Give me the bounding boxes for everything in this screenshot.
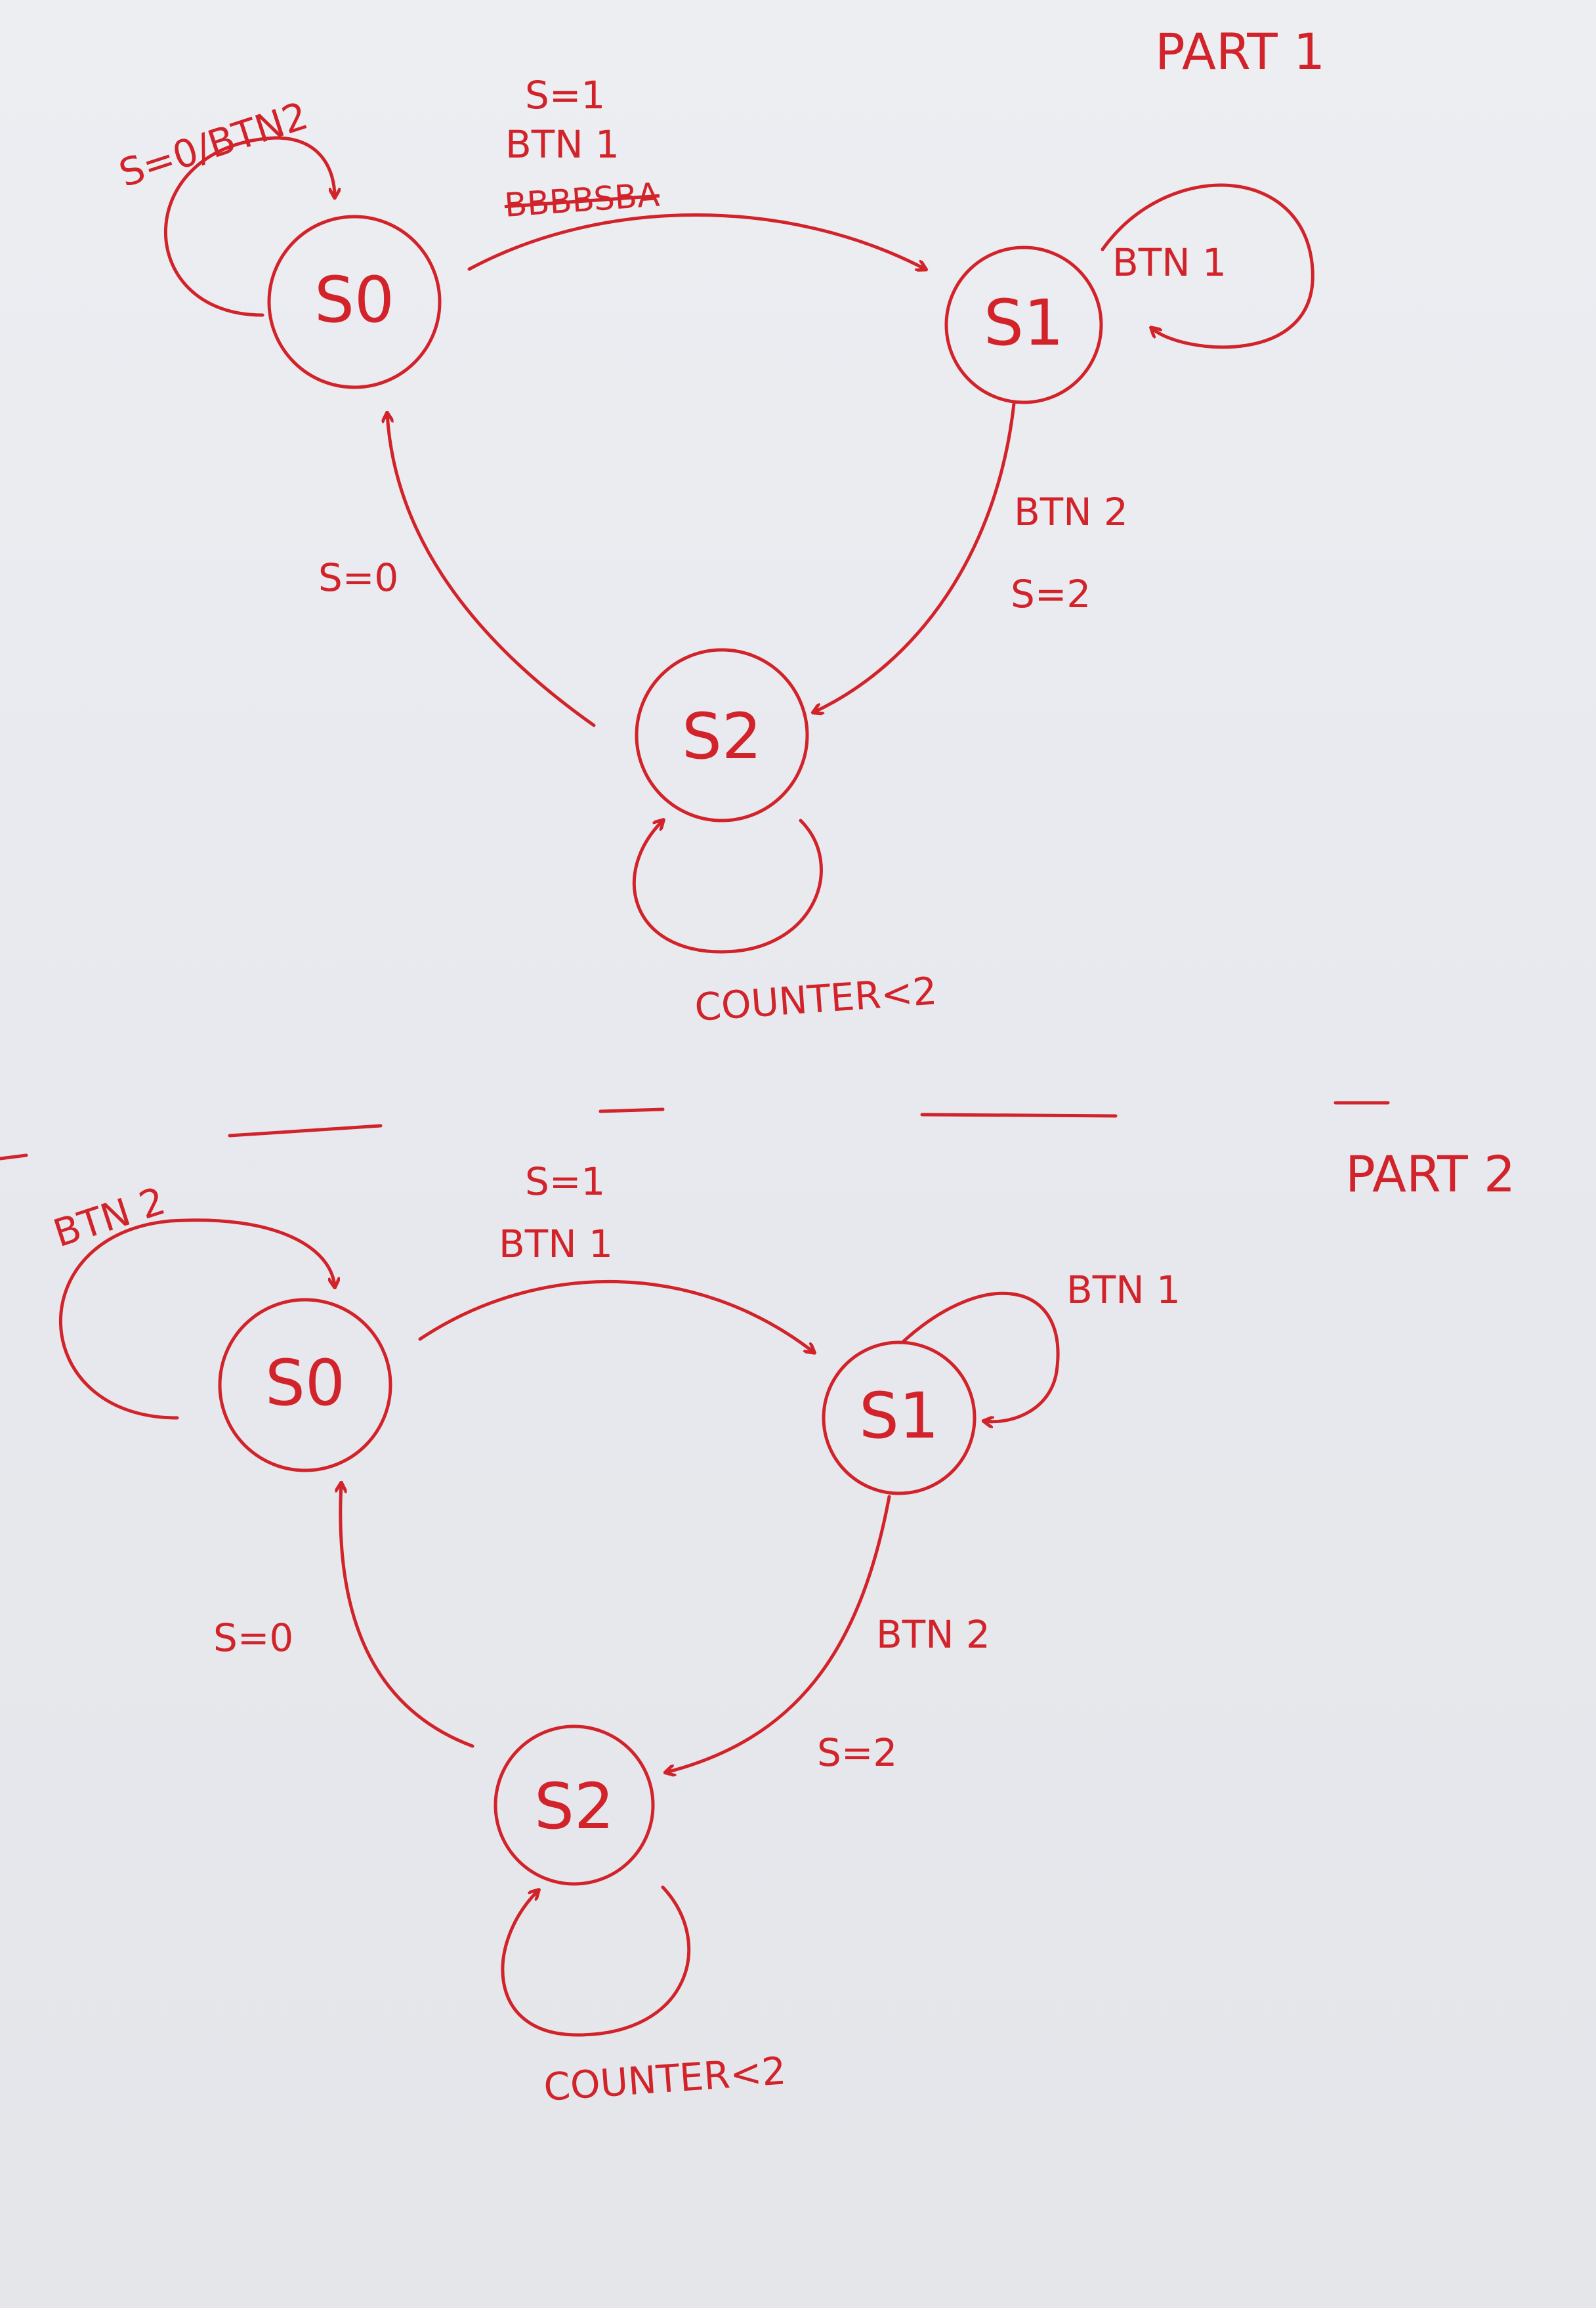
part2-s0-to-s1-label1: S=1 [525,1159,605,1204]
part1-state-s0: S0 [267,215,442,389]
part2-s2-to-s0-arrow [341,1484,474,1748]
part1-s0-self-loop [163,136,335,317]
part2-s2-label: S2 [534,1770,614,1843]
part2-s0-self-loop [59,1218,335,1420]
part1-s2-label: S2 [682,700,762,773]
part2-s2-circle [494,1724,655,1886]
part2-s2-self-loop [501,1885,691,2037]
part2-s0-to-s1-label2: BTN 1 [499,1222,613,1266]
part1-s1-to-s2-label1: BTN 2 [1014,490,1128,534]
part2-state-s2: S2 [494,1724,655,1886]
part2-s1-circle [822,1340,976,1495]
part1-diagram: PART 1 S0 S1 S2 S=0/BTN2 S=1 BTN 1 BBBBS… [114,22,1325,1030]
part1-s2-self-loop [632,821,823,954]
part1-state-s1: S1 [944,246,1103,404]
part2-s1-self-label: BTN 1 [1066,1268,1181,1312]
part2-s2-to-s0-label: S=0 [213,1615,293,1660]
part1-s0-to-s1-arrow [467,213,925,270]
part2-s0-label: S0 [265,1346,345,1420]
part2-state-s1: S1 [822,1340,976,1495]
part2-s0-self-label: BTN 2 [48,1178,170,1256]
part1-title: PART 1 [1155,22,1325,81]
part2-s0-circle [218,1298,392,1472]
part2-title: PART 2 [1345,1145,1515,1203]
part1-state-s2: S2 [635,648,809,823]
part1-s2-circle [635,648,809,823]
part1-s1-self-loop [1101,183,1314,349]
part1-s2-to-s0-arrow [387,414,596,727]
part2-s1-label: S1 [859,1379,939,1453]
part1-s2-to-s0-label: S=0 [318,555,398,600]
part2-s1-to-s2-arrow [666,1495,891,1772]
part1-s1-to-s2-arrow [814,402,1016,712]
part2-s2-self-label: COUNTER<2 [542,2048,788,2110]
part1-s0-to-s1-label2: BTN 1 [505,122,620,167]
part2-s1-to-s2-label1: BTN 2 [876,1612,990,1657]
part1-s0-label: S0 [314,263,394,337]
part-divider [0,1101,1390,1161]
part2-s0-to-s1-arrow [418,1279,814,1352]
part2-state-s0: S0 [218,1298,392,1472]
part1-s2-self-label: COUNTER<2 [693,968,938,1030]
part1-s1-to-s2-label2: S=2 [1011,572,1091,616]
part1-s0-to-s1-label1: S=1 [525,73,605,118]
part1-s1-label: S1 [984,286,1064,360]
part1-s1-circle [944,246,1103,404]
part2-diagram: PART 2 S0 S1 S2 BTN 2 S=1 BTN 1 BTN 1 BT… [48,1145,1515,2110]
part1-s0-circle [267,215,442,389]
part2-s1-to-s2-label2: S=2 [817,1730,897,1775]
part1-s1-self-label: BTN 1 [1112,240,1227,285]
part2-s1-self-loop [900,1291,1060,1421]
part1-s0-self-label: S=0/BTN2 [114,93,313,196]
